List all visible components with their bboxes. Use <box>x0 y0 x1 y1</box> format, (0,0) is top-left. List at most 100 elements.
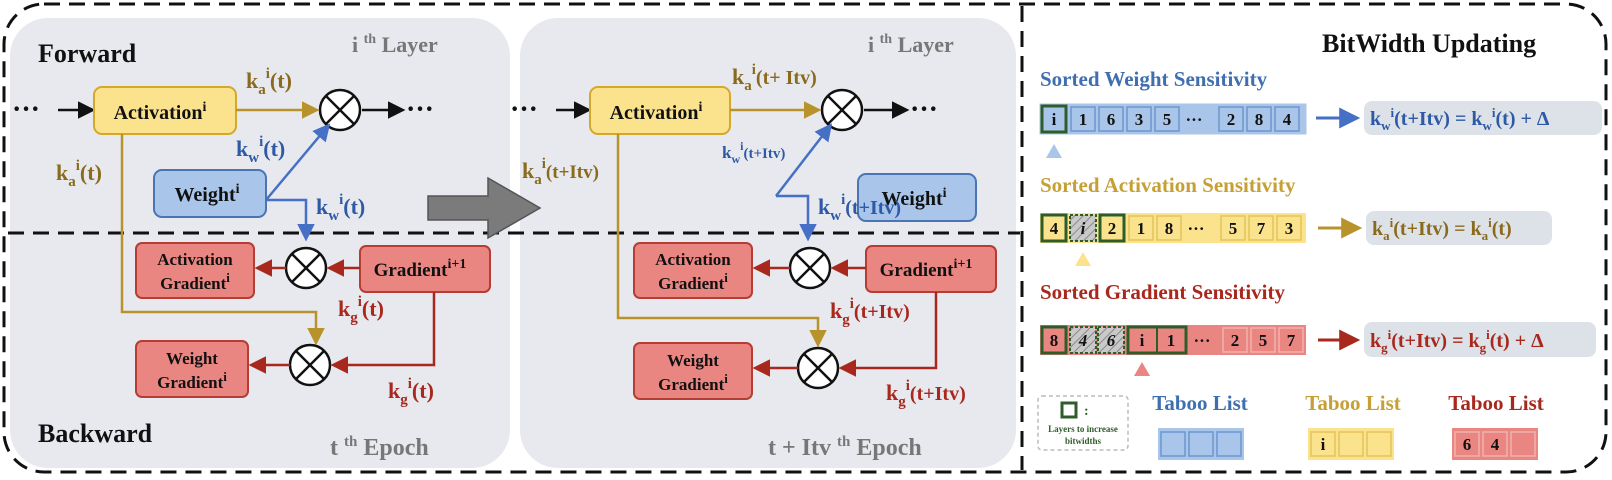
weight-gradient-node-right <box>633 342 753 400</box>
weight-node-left <box>153 169 267 218</box>
gradient-cell-text: ··· <box>1193 331 1210 350</box>
weight-sensitivity-title: Sorted Weight Sensitivity <box>1040 67 1268 91</box>
epoch-transition-arrow <box>427 176 542 240</box>
activation-sensitivity-title: Sorted Activation Sensitivity <box>1040 173 1296 197</box>
kg-label-low-left: kgi(t) <box>388 376 434 408</box>
weight-cell <box>1218 106 1244 132</box>
gradient-cell-text: i <box>1140 331 1145 350</box>
activation-cell-text: 3 <box>1285 219 1294 238</box>
legend-note-line1: Layers to increase <box>1048 424 1118 434</box>
bitwidth-updating-title: BitWidth Updating <box>1322 29 1536 58</box>
weight-gradient-left-line2: Gradienti <box>157 369 227 392</box>
gold-arrow-act-down-left <box>120 134 325 346</box>
red-arrow-grad-down-right <box>838 292 938 377</box>
activation-cell-text: ··· <box>1187 219 1204 238</box>
activation-cell <box>1248 215 1274 241</box>
ellipsis-left-in: ··· <box>12 94 40 125</box>
multiply-backward-weight-left <box>288 343 332 387</box>
activation-node-left-label: Activationi <box>114 100 207 124</box>
activation-pointer-triangle <box>1075 252 1091 266</box>
taboo-list-gradient-label: Taboo List <box>1448 391 1544 415</box>
activation-cell-text: i <box>1081 219 1086 238</box>
gradient-sensitivity-title: Sorted Gradient Sensitivity <box>1040 280 1285 304</box>
activation-cell <box>1040 213 1068 243</box>
activation-cell-text: 1 <box>1137 219 1146 238</box>
gradient-cell <box>1040 325 1068 355</box>
layer-title-right: i th Layer <box>868 32 954 57</box>
weight-cell-text: 2 <box>1227 110 1236 129</box>
weight-cell <box>1126 106 1152 132</box>
red-arrow-grad-down-left <box>330 292 436 374</box>
blue-arrow-weight-mult-right <box>775 123 833 197</box>
weight-cell-text: 6 <box>1107 110 1116 129</box>
taboo-list-activation-label: Taboo List <box>1305 391 1401 415</box>
taboo-gradient-cell-text: 6 <box>1463 435 1472 454</box>
gradient-cell-text: 4 <box>1078 331 1088 350</box>
weight-formula: kwi(t+Itv) = kwi(t) + Δ <box>1370 105 1550 133</box>
activation-gradient-node-left <box>135 242 255 299</box>
multiply-forward-right <box>820 88 864 132</box>
ellipsis-right-in: ··· <box>510 94 538 125</box>
activation-cell <box>1128 215 1154 241</box>
kw-label-mid-left: kwi(t) <box>236 134 285 166</box>
ellipsis-left-out: ··· <box>406 94 434 125</box>
forward-label: Forward <box>38 39 137 68</box>
gradient-node-left-label: Gradienti+1 <box>374 257 467 281</box>
weight-cell-text: ··· <box>1185 110 1202 129</box>
weight-cell-text: 3 <box>1135 110 1144 129</box>
gradient-cell-text: 5 <box>1259 331 1268 350</box>
weight-cell <box>1040 104 1068 134</box>
taboo-list-weight-label: Taboo List <box>1152 391 1248 415</box>
outer-dashed-frame <box>2 2 1608 474</box>
gradient-cell-text: 2 <box>1231 331 1240 350</box>
blue-arrow-weight-back-right <box>776 194 817 242</box>
epoch-title-right: t + Itv th Epoch <box>768 434 922 461</box>
activation-gradient-right-line2: Gradienti <box>658 270 728 293</box>
gradient-pointer-triangle <box>1134 362 1150 376</box>
multiply-backward-act-left <box>284 246 328 290</box>
activation-cell <box>1069 214 1097 242</box>
weight-node-left-label: Weighti <box>174 182 239 206</box>
activation-cell <box>1276 215 1302 241</box>
legend-note-line2: bitwidths <box>1065 436 1102 446</box>
taboo-list-activation: i <box>1308 428 1394 460</box>
weight-cell-text: 8 <box>1255 110 1264 129</box>
activation-cell-text: 4 <box>1050 219 1059 238</box>
weight-cell <box>1098 106 1124 132</box>
gradient-formula: kgi(t+Itv) = kgi(t) + Δ <box>1370 327 1544 355</box>
weight-cell-text: 5 <box>1163 110 1172 129</box>
ka-label-right-side: kai(t+Itv) <box>522 156 599 188</box>
activation-gradient-left-line2: Gradienti <box>160 270 230 293</box>
weight-sensitivity-row: i 1 6 3 5 ··· 2 8 4 <box>1039 103 1307 135</box>
weight-cell-text: 1 <box>1079 110 1088 129</box>
kw-label-low-right: kwi(t+Itv) <box>818 192 901 224</box>
kw-label-low-left: kwi(t) <box>316 192 365 224</box>
gradient-formula-box <box>1364 322 1596 357</box>
multiply-backward-weight-right <box>796 346 840 390</box>
taboo-list-weight <box>1158 428 1244 460</box>
kw-label-mid-right: kwi(t+Itv) <box>722 139 785 166</box>
gradient-cell-text: 8 <box>1050 331 1059 350</box>
multiply-backward-act-right <box>788 246 832 290</box>
kg-label-low-right: kgi(t+Itv) <box>886 378 966 410</box>
activation-cell <box>1220 215 1246 241</box>
multiply-forward-left <box>318 88 362 132</box>
weight-cell-text: i <box>1052 110 1057 129</box>
kg-label-mid-right: kgi(t+Itv) <box>830 296 910 328</box>
weight-cell-text: 4 <box>1283 110 1292 129</box>
ellipsis-right-out: ··· <box>910 94 938 125</box>
activation-cell <box>1098 213 1126 243</box>
weight-node-right-label: Weighti <box>881 186 946 210</box>
gradient-node-right-label: Gradienti+1 <box>880 257 973 281</box>
gradient-cell-text: 1 <box>1167 331 1176 350</box>
activation-gradient-left-line1: Activation <box>157 250 233 269</box>
ka-label-left-side: kai(t) <box>56 158 102 190</box>
legend-colon: : <box>1084 404 1089 419</box>
weight-cell <box>1246 106 1272 132</box>
weight-gradient-left-line1: Weight <box>166 349 218 368</box>
gradient-cell <box>1097 326 1125 354</box>
ka-label-top-left: kai(t) <box>246 66 292 98</box>
blue-arrow-weight-back-left <box>266 198 315 242</box>
activation-gradient-right-line1: Activation <box>655 250 731 269</box>
activation-cell-text: 2 <box>1108 219 1117 238</box>
